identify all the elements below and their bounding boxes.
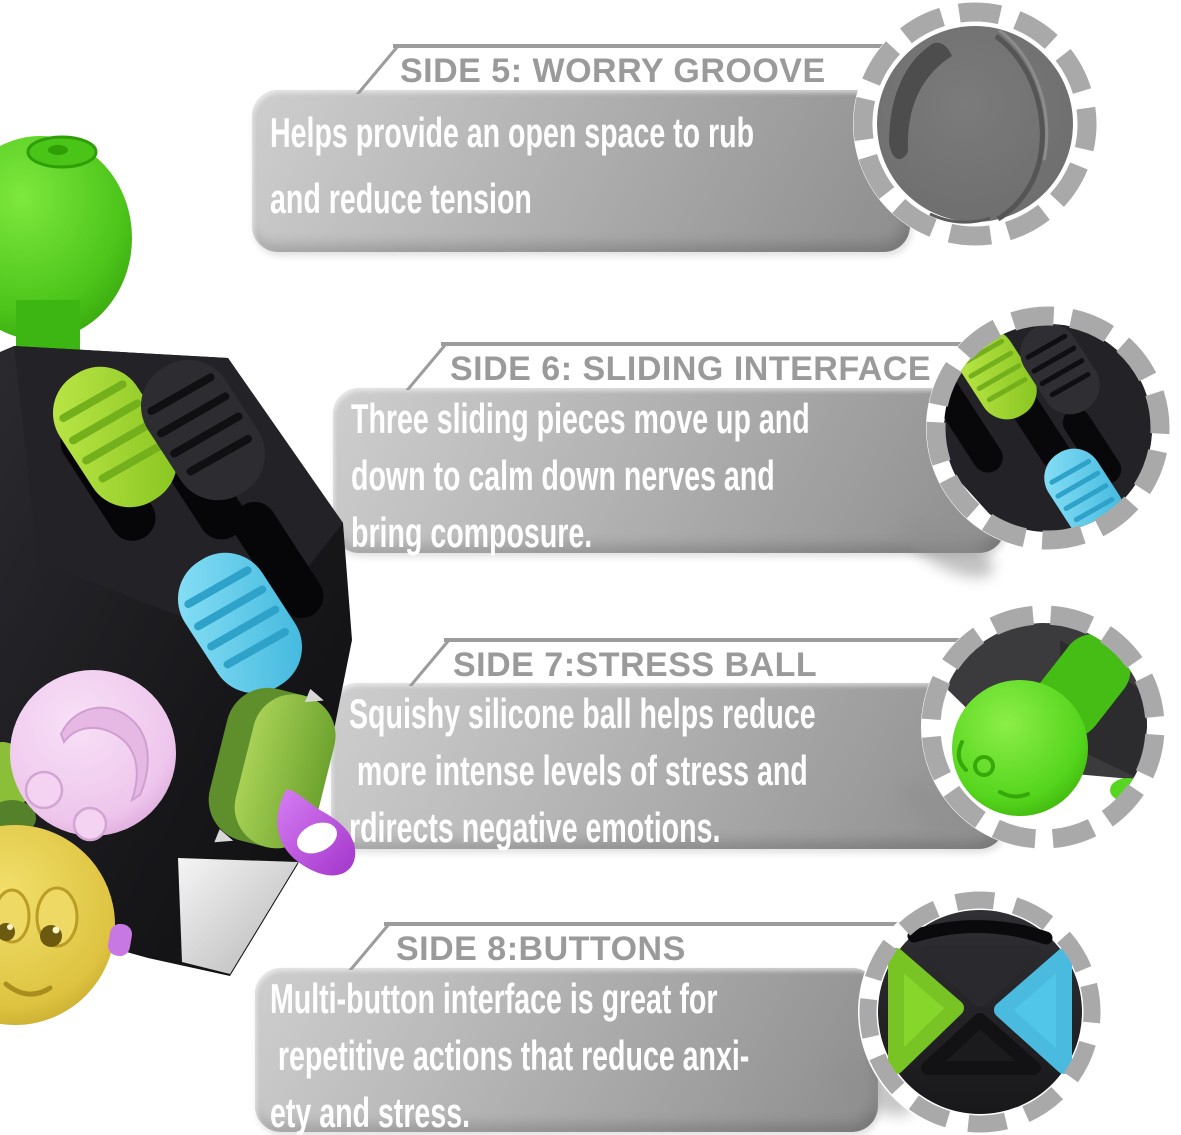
toy-bottom-face <box>178 858 298 974</box>
slash-side6 <box>405 344 448 390</box>
heading-side5: SIDE 5: WORRY GROOVE <box>400 52 826 90</box>
fidget-toy <box>0 135 356 1025</box>
panel-side8-line1: Multi-button interface is great for <box>270 975 718 1022</box>
heading-side8: SIDE 8:BUTTONS <box>396 930 686 968</box>
toy-slider-slots <box>60 414 324 619</box>
toy-rocker-switch[interactable] <box>198 671 346 865</box>
closeup-button-blue <box>994 948 1072 1074</box>
toy-left-olive-knob <box>0 800 36 836</box>
panel-side7-line1: Squishy silicone ball helps reduce <box>349 690 816 737</box>
toy-slider-blue[interactable] <box>161 536 319 710</box>
panel-side5-text: Helps provide an open space to rub and r… <box>270 100 904 232</box>
panel-side7-line3: rdirects negative emotions. <box>349 804 721 851</box>
panel-side6: Three sliding pieces move up and down to… <box>333 388 1005 556</box>
heading-side7: SIDE 7:STRESS BALL <box>453 646 818 684</box>
closeup-slider-black <box>1020 324 1100 415</box>
closeup-slider-blue <box>1044 448 1124 532</box>
toy-top-face <box>14 346 343 642</box>
panel-side5-line2: and reduce tension <box>270 175 532 222</box>
panel-side5: Helps provide an open space to rub and r… <box>252 90 910 252</box>
panel-side8-line3: ety and stress. <box>270 1089 471 1135</box>
toy-stem-ball <box>0 135 132 356</box>
toy-smiley-ball[interactable] <box>0 825 115 1025</box>
panel-side6-line3: bring composure. <box>351 509 593 556</box>
closeup-button-bottom <box>921 1013 1041 1075</box>
closeup-ball-stem <box>1033 634 1131 738</box>
smiley-left-eye <box>0 888 31 944</box>
closeup-button-face <box>878 910 1082 1114</box>
leader-line-side6 <box>441 342 1011 346</box>
panel-side7-text: Squishy silicone ball helps reduce more … <box>349 685 999 856</box>
closeup-top-slit <box>907 920 1053 945</box>
smiley-mouth <box>3 981 53 997</box>
panel-side5-line1: Helps provide an open space to rub <box>270 109 755 156</box>
panel-side7-line2: more intense levels of stress and <box>349 747 808 794</box>
toy-left-green-knob <box>0 742 32 814</box>
slash-side5 <box>355 46 400 94</box>
heading-side6: SIDE 6: SLIDING INTERFACE <box>450 350 931 388</box>
toy-slider-black[interactable] <box>124 343 282 517</box>
panel-side7: Squishy silicone ball helps reduce more … <box>331 683 1005 851</box>
panel-side6-line1: Three sliding pieces move up and <box>351 395 810 442</box>
panel-side8-text: Multi-button interface is great for repe… <box>270 970 872 1135</box>
dashed-ring-side8 <box>859 891 1101 1133</box>
panel-side6-text: Three sliding pieces move up and down to… <box>351 390 999 561</box>
leader-line-side8 <box>384 922 900 926</box>
leader-line-side7 <box>444 638 1006 642</box>
closeup-button-top <box>921 945 1041 1007</box>
closeup-button-green <box>888 948 964 1074</box>
slash-side8 <box>348 924 391 970</box>
slash-side7 <box>408 640 451 686</box>
panel-side8: Multi-button interface is great for repe… <box>255 968 878 1135</box>
smiley-right-eye <box>35 886 79 948</box>
leader-line-side5 <box>393 44 905 48</box>
toy-pink-ball[interactable] <box>10 670 176 842</box>
toy-body <box>0 346 352 976</box>
toy-purple-nub <box>107 923 133 957</box>
panel-side6-line2: down to calm down nerves and <box>351 452 775 499</box>
toy-slider-green[interactable] <box>36 350 194 524</box>
panel-side8-line2: repetitive actions that reduce anxi- <box>270 1032 750 1079</box>
toy-pink-ball-groove <box>59 706 149 803</box>
